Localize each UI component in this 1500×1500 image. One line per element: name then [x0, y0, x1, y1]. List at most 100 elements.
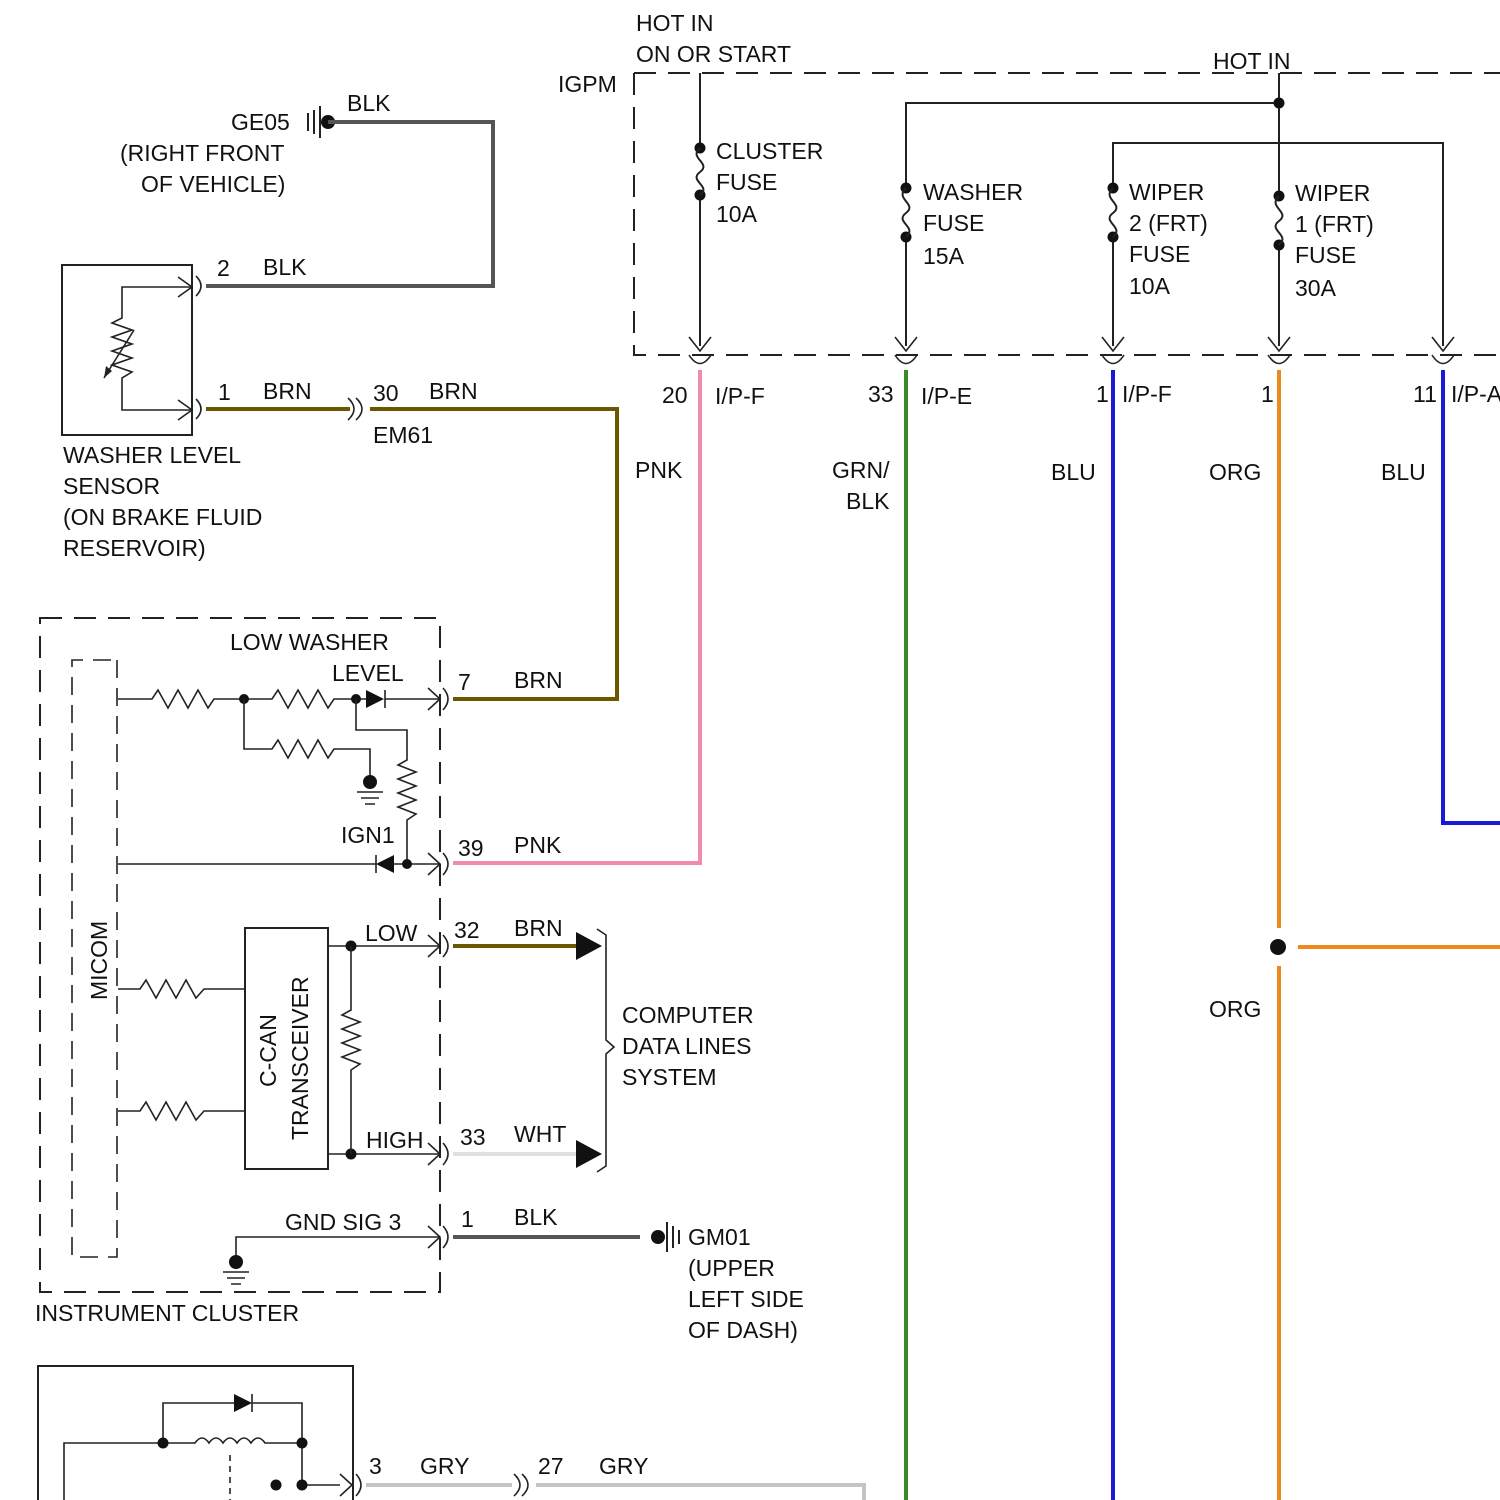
org-wire-label-2: ORG [1209, 996, 1261, 1022]
igpm-pin-20: 20 [662, 382, 688, 408]
wiper1-fuse-rating: 30A [1295, 275, 1337, 301]
sensor-name-1: WASHER LEVEL [63, 442, 241, 468]
cluster-fuse-label-2: FUSE [716, 169, 777, 195]
igpm-pin-20-connector: I/P-F [715, 383, 765, 409]
wiper2-fuse-label-3: FUSE [1129, 241, 1190, 267]
ign1-label: IGN1 [341, 822, 395, 848]
em61-connector-symbol [348, 398, 362, 420]
wiper2-fuse-label-2: 2 (FRT) [1129, 210, 1208, 236]
hot-in-label: HOT IN [1213, 48, 1291, 74]
sensor-pin-1-wire: BRN [263, 378, 312, 404]
data-line-arrow-low [576, 932, 602, 960]
blu-wire-2-label: BLU [1381, 459, 1426, 485]
cluster-connector-pins [428, 688, 448, 1248]
micom-label: MICOM [86, 921, 112, 1000]
wiper1-fuse [1271, 191, 1287, 251]
wiper1-fuse-label-3: FUSE [1295, 242, 1356, 268]
igpm-connector-pins [689, 337, 1454, 364]
bottom-pin-3: 3 [369, 1453, 382, 1479]
instrument-cluster-label: INSTRUMENT CLUSTER [35, 1300, 299, 1326]
grn-blk-wire-label-1: GRN/ [832, 457, 890, 483]
cluster-pin-1-wire: BLK [514, 1204, 558, 1230]
grn-blk-wire-label-2: BLK [846, 488, 890, 514]
igpm-pin-33-connector: I/P-E [921, 383, 972, 409]
org-wire-label-1: ORG [1209, 459, 1261, 485]
bottom-pin-3-wire: GRY [420, 1453, 469, 1479]
wiper2-fuse-rating: 10A [1129, 273, 1171, 299]
cluster-pin-33: 33 [460, 1124, 486, 1150]
transceiver-label-1: C-CAN [255, 1014, 281, 1087]
sensor-name-4: RESERVOIR) [63, 535, 206, 561]
washer-fuse-label-2: FUSE [923, 210, 984, 236]
pnk-wire [453, 370, 700, 863]
igpm-pin-11: 11 [1413, 381, 1437, 407]
ge05-wire-label: BLK [347, 90, 391, 116]
cluster-fuse [692, 143, 708, 201]
data-lines-brace [597, 929, 614, 1172]
wiper1-fuse-label-2: 1 (FRT) [1295, 211, 1374, 237]
wiper1-fuse-label-1: WIPER [1295, 180, 1370, 206]
bottom-pin-27-wire: GRY [599, 1453, 648, 1479]
igpm-pin-11-connector: I/P-A [1451, 381, 1500, 407]
low-washer-label-1: LOW WASHER [230, 629, 389, 655]
cluster-pin-7-wire: BRN [514, 667, 563, 693]
pnk-wire-label: PNK [635, 457, 683, 483]
washer-fuse [898, 183, 914, 243]
gnd-sig-circuit [223, 1237, 440, 1284]
ge05-location-1: (RIGHT FRONT [120, 140, 284, 166]
sensor-pin-2: 2 [217, 255, 230, 281]
igpm-pin-1b: 1 [1261, 381, 1274, 407]
data-lines-label-1: COMPUTER [622, 1002, 754, 1028]
blu-wire-1-label: BLU [1051, 459, 1096, 485]
cluster-pin-7: 7 [458, 669, 471, 695]
low-washer-label-2: LEVEL [332, 660, 404, 686]
cluster-pin-32-wire: BRN [514, 915, 563, 941]
cluster-pin-32: 32 [454, 917, 480, 943]
sensor-name-2: SENSOR [63, 473, 160, 499]
cluster-fuse-label-1: CLUSTER [716, 138, 823, 164]
gm01-location-3: OF DASH) [688, 1317, 798, 1343]
washer-level-sensor-symbol [62, 265, 201, 435]
org-splice-dot [1270, 939, 1286, 955]
wiper2-fuse [1105, 183, 1121, 243]
hot-in-on-or-start-line2: ON OR START [636, 41, 791, 67]
hot-in-on-or-start-line1: HOT IN [636, 10, 714, 36]
data-lines-label-2: DATA LINES [622, 1033, 752, 1059]
cluster-pin-1: 1 [461, 1206, 474, 1232]
sensor-pin-2-wire: BLK [263, 254, 307, 280]
blu-wire-2 [1443, 370, 1500, 823]
igpm-internal-bus [700, 73, 1443, 346]
ge05-id: GE05 [231, 109, 290, 135]
em61-label: EM61 [373, 422, 433, 448]
gm01-id: GM01 [688, 1224, 751, 1250]
data-line-arrow-high [576, 1140, 602, 1168]
cluster-fuse-rating: 10A [716, 201, 758, 227]
igpm-label: IGPM [558, 71, 617, 97]
igpm-pin-1a-connector: I/P-F [1122, 381, 1172, 407]
cluster-pin-39: 39 [458, 835, 484, 861]
bottom-pin-27: 27 [538, 1453, 564, 1479]
igpm-pin-1a: 1 [1096, 381, 1109, 407]
bottom-gry-wire [366, 1485, 864, 1500]
bottom-relay-component [38, 1366, 528, 1500]
cluster-pin-39-wire: PNK [514, 832, 562, 858]
em61-pin: 30 [373, 380, 399, 406]
em61-wire: BRN [429, 378, 478, 404]
transceiver-label-2: TRANSCEIVER [287, 976, 313, 1140]
gnd-sig-label: GND SIG 3 [285, 1209, 401, 1235]
gm01-location-2: LEFT SIDE [688, 1286, 804, 1312]
ground-gm01-symbol [651, 1222, 679, 1252]
data-lines-label-3: SYSTEM [622, 1064, 717, 1090]
sensor-pin-1: 1 [218, 379, 231, 405]
gm01-location-1: (UPPER [688, 1255, 775, 1281]
sensor-brn-wire [206, 409, 617, 699]
igpm-pin-33: 33 [868, 381, 894, 407]
org-wire [1279, 370, 1500, 1500]
low-label: LOW [365, 920, 418, 946]
washer-fuse-rating: 15A [923, 243, 965, 269]
wiper2-fuse-label-1: WIPER [1129, 179, 1204, 205]
sensor-name-3: (ON BRAKE FLUID [63, 504, 262, 530]
high-label: HIGH [366, 1127, 424, 1153]
cluster-pin-33-wire: WHT [514, 1121, 566, 1147]
